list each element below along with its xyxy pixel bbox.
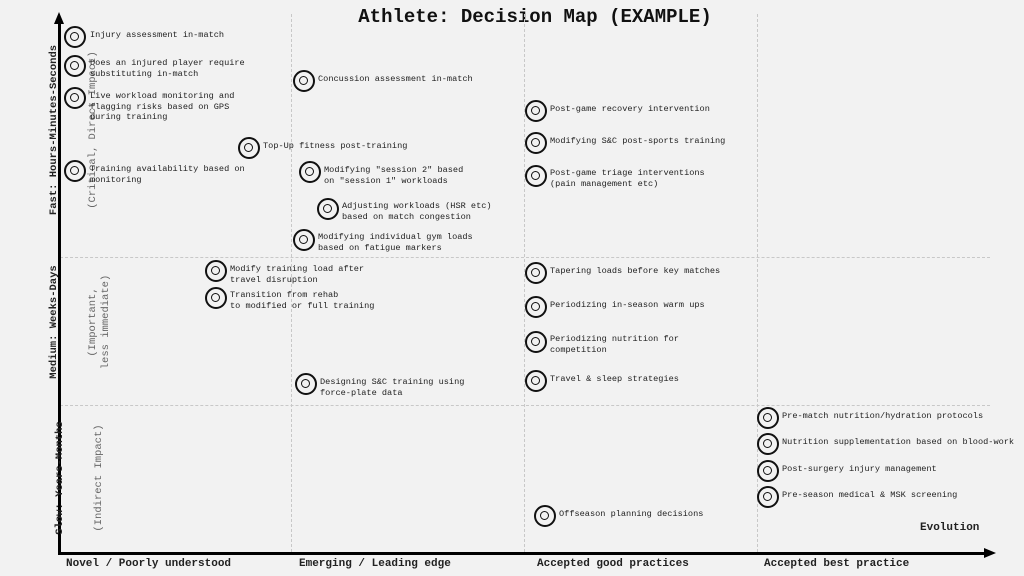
decision-label: Concussion assessment in-match — [318, 74, 473, 84]
grid-divider — [291, 14, 292, 552]
decision-label: Injury assessment in-match — [90, 30, 225, 40]
target-circle-icon — [238, 137, 260, 159]
decision-label: Does an injured player require substitut… — [90, 58, 245, 79]
decision-label: Periodizing nutrition for competition — [550, 334, 679, 355]
target-circle-icon — [299, 161, 321, 183]
decision-label: Nutrition supplementation based on blood… — [782, 437, 1015, 447]
target-circle-icon — [293, 229, 315, 251]
decision-label: Post-game recovery intervention — [550, 104, 710, 114]
target-circle-icon — [757, 407, 779, 429]
decision-label: Periodizing in-season warm ups — [550, 300, 705, 310]
target-circle-icon — [64, 26, 86, 48]
y-band-label: Medium: Weeks-Days — [48, 265, 60, 379]
y-band-sublabel: (Important, less immediate) — [87, 274, 112, 370]
grid-divider — [524, 14, 525, 552]
decision-label: Live workload monitoring and flagging ri… — [90, 91, 235, 122]
x-category-label: Novel / Poorly understood — [66, 558, 232, 570]
decision-label: Modify training load after travel disrup… — [230, 264, 365, 285]
target-circle-icon — [525, 296, 547, 318]
target-circle-icon — [525, 100, 547, 122]
y-axis — [58, 22, 61, 555]
x-axis — [58, 552, 986, 555]
target-circle-icon — [64, 55, 86, 77]
target-circle-icon — [525, 331, 547, 353]
x-category-label: Accepted best practice — [764, 558, 910, 570]
x-axis-title: Evolution — [920, 522, 980, 534]
target-circle-icon — [205, 287, 227, 309]
target-circle-icon — [205, 260, 227, 282]
decision-label: Adjusting workloads (HSR etc) based on m… — [342, 201, 492, 222]
y-band-label: Slow: Years-Months — [54, 421, 66, 535]
target-circle-icon — [534, 505, 556, 527]
y-band-fast: Fast: Hours-Minutes-Seconds (Critical, D… — [22, 20, 113, 240]
arrow-up-icon — [54, 12, 64, 24]
decision-label: Pre-season medical & MSK screening — [782, 490, 958, 500]
decision-label: Post-surgery injury management — [782, 464, 937, 474]
y-band-sublabel: (Indirect Impact) — [93, 424, 105, 532]
target-circle-icon — [317, 198, 339, 220]
page-title: Athlete: Decision Map (EXAMPLE) — [358, 6, 712, 28]
decision-label: Designing S&C training using force-plate… — [320, 377, 465, 398]
target-circle-icon — [525, 370, 547, 392]
decision-label: Modifying "session 2" based on "session … — [324, 165, 464, 186]
decision-label: Travel & sleep strategies — [550, 374, 679, 384]
target-circle-icon — [295, 373, 317, 395]
target-circle-icon — [757, 460, 779, 482]
y-band-sublabel: (Critical, Direct Impact) — [87, 51, 99, 209]
decision-label: Tapering loads before key matches — [550, 266, 721, 276]
x-category-label: Emerging / Leading edge — [299, 558, 451, 570]
grid-divider — [60, 257, 990, 258]
decision-label: Pre-match nutrition/hydration protocols — [782, 411, 984, 421]
target-circle-icon — [525, 262, 547, 284]
target-circle-icon — [525, 165, 547, 187]
grid-divider — [757, 14, 758, 552]
y-band-medium: Medium: Weeks-Days (Important, less imme… — [22, 252, 126, 392]
decision-label: Top-Up fitness post-training — [263, 141, 408, 151]
decision-label: Post-game triage interventions (pain man… — [550, 168, 705, 189]
x-category-label: Accepted good practices — [537, 558, 689, 570]
target-circle-icon — [757, 433, 779, 455]
y-band-slow: Slow: Years-Months (Indirect Impact) — [28, 408, 119, 548]
decision-label: Training availability based on monitorin… — [90, 164, 245, 185]
decision-label: Transition from rehab to modified or ful… — [230, 290, 375, 311]
arrow-right-icon — [984, 548, 996, 558]
target-circle-icon — [64, 87, 86, 109]
decision-label: Modifying individual gym loads based on … — [318, 232, 473, 253]
target-circle-icon — [525, 132, 547, 154]
decision-label: Modifying S&C post-sports training — [550, 136, 726, 146]
decision-label: Offseason planning decisions — [559, 509, 704, 519]
grid-divider — [60, 405, 990, 406]
target-circle-icon — [64, 160, 86, 182]
target-circle-icon — [293, 70, 315, 92]
y-band-label: Fast: Hours-Minutes-Seconds — [48, 44, 60, 216]
target-circle-icon — [757, 486, 779, 508]
